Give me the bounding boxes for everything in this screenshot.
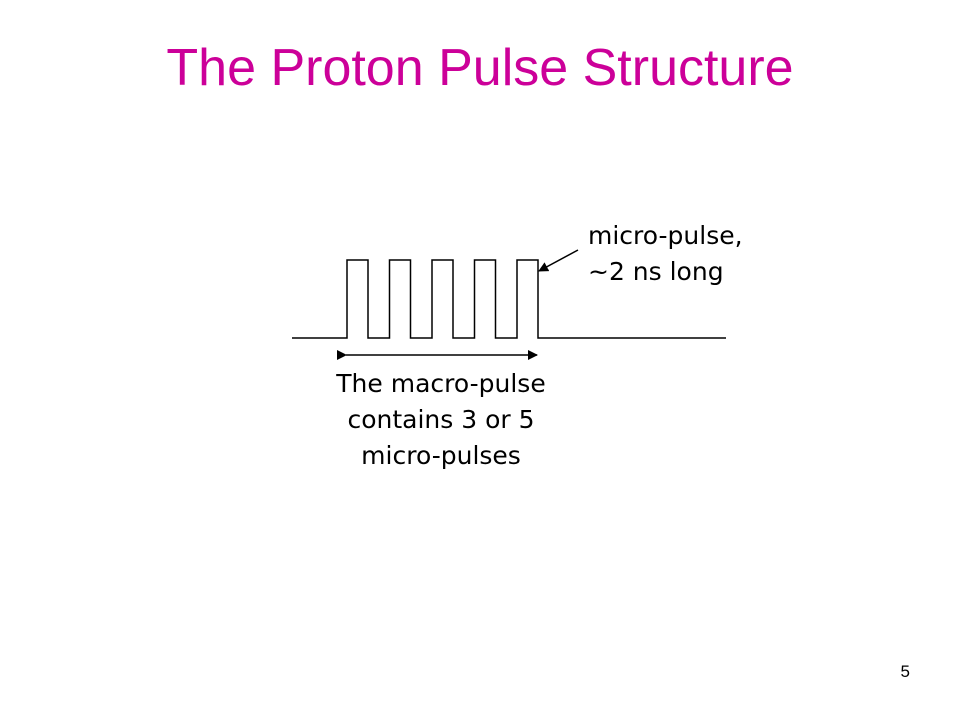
pulse-train-waveform	[292, 259, 726, 339]
micro-pulse-1	[347, 260, 368, 338]
macro-pulse-label-line-2: contains 3 or 5	[347, 405, 535, 434]
micro-pulse-label: micro-pulse, ~2 ns long	[588, 218, 743, 290]
micro-pulse-5	[517, 260, 538, 338]
slide-title: The Proton Pulse Structure	[166, 39, 794, 97]
micro-pulse-4	[475, 260, 496, 338]
pulse-waveform-path	[292, 259, 726, 339]
micro-pulse-pointer-arrow	[538, 249, 579, 272]
macro-pulse-label-line-3: micro-pulses	[361, 441, 521, 470]
micro-pulse-label-line-1: micro-pulse,	[588, 221, 743, 250]
micro-pulse-2	[390, 260, 411, 338]
macro-pulse-label: The macro-pulse contains 3 or 5 micro-pu…	[296, 366, 586, 474]
macro-pulse-label-line-1: The macro-pulse	[336, 369, 546, 398]
page-number: 5	[900, 662, 910, 681]
micro-pulse-label-line-2: ~2 ns long	[588, 257, 724, 286]
micro-pulse-3	[432, 260, 453, 338]
